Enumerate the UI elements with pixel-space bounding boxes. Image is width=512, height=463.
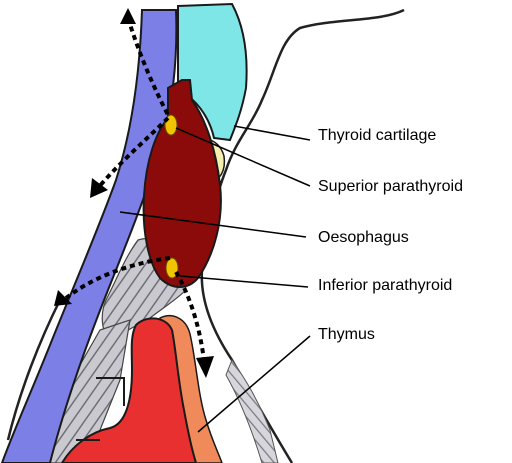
arrowhead-up [120,8,136,24]
label-inferior-parathyroid: Inferior parathyroid [318,278,452,294]
label-thyroid-cartilage: Thyroid cartilage [318,128,436,144]
label-oesophagus: Oesophagus [318,230,409,246]
arrowhead-superior [90,178,108,198]
label-thymus: Thymus [318,327,375,343]
leader-inferior-parathyroid [180,276,308,287]
hatched-tissue-right [226,360,278,463]
label-superior-parathyroid: Superior parathyroid [318,179,463,195]
arrowhead-down [196,356,214,378]
